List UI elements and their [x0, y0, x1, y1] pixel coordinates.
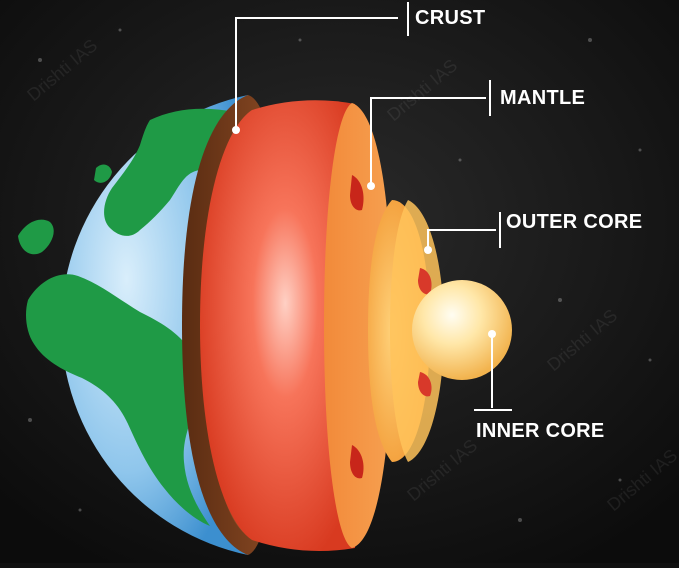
island-landmass [94, 164, 112, 183]
outer-core-leader-line [427, 229, 496, 250]
south-america-landmass [26, 274, 210, 526]
outer-core-marker-dot [424, 246, 432, 254]
outer-core-label: OUTER CORE [506, 211, 643, 233]
background-specks [28, 28, 652, 522]
mantle-convection-mark [350, 445, 364, 479]
mantle-convection-mark [350, 175, 364, 211]
mantle-layer [200, 100, 355, 551]
crust-label: CRUST [415, 7, 486, 29]
small-landmass [18, 219, 54, 255]
crust-leader-line [235, 17, 398, 130]
outer-core-mark [418, 268, 432, 295]
mantle-marker-dot [367, 182, 375, 190]
outer-core-mark [418, 372, 432, 397]
mantle-cut-face [324, 103, 392, 548]
inner-core-label: INNER CORE [476, 420, 605, 442]
leader-dots [232, 126, 496, 338]
inner-core-sphere [412, 280, 512, 380]
mantle-leader-line [370, 97, 486, 186]
north-america-landmass [104, 108, 240, 236]
crust-marker-dot [232, 126, 240, 134]
inner-core-marker-dot [488, 330, 496, 338]
leader-lines [235, 2, 512, 411]
mantle-label: MANTLE [500, 87, 586, 109]
